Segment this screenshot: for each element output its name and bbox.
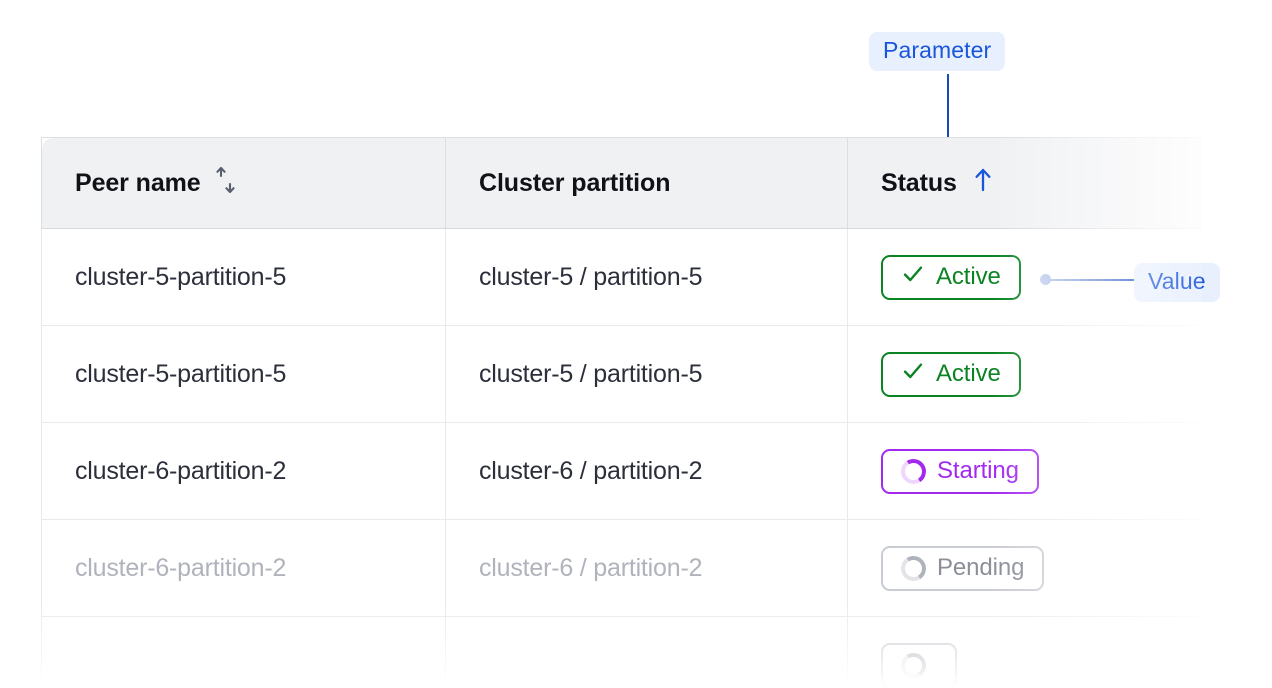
cell-cluster-partition: cluster-6 / partition-2 [445,519,848,617]
column-header-label: Cluster partition [479,168,671,197]
cell-status [847,616,1202,688]
table-row[interactable]: cluster-5-partition-5 cluster-5 / partit… [41,228,1202,326]
status-badge: Pending [881,545,1045,591]
table-row[interactable]: cluster-5-partition-5 cluster-5 / partit… [41,325,1202,423]
table-row[interactable]: cluster-6-partition-2 cluster-6 / partit… [41,422,1202,520]
cell-status: Active [847,325,1202,423]
cell-status: Starting [847,422,1202,520]
status-label: Active [936,263,1001,290]
status-label: Active [936,360,1001,387]
status-badge: Starting [881,448,1039,494]
cell-peer-name: cluster-6-partition-2 [41,422,446,520]
check-icon [901,359,925,390]
sort-updown-icon[interactable] [214,165,240,202]
cell-cluster-partition [445,616,848,688]
check-icon [901,262,925,293]
table-row[interactable]: cluster-6-partition-2 cluster-6 / partit… [41,519,1202,617]
column-header-status[interactable]: Status [847,137,1202,229]
status-badge: Active [881,351,1021,397]
column-header-peer-name[interactable]: Peer name [41,137,446,229]
spinner-icon [898,650,929,680]
spinner-icon [898,553,929,583]
status-label: Starting [937,457,1019,484]
cell-peer-name: cluster-6-partition-2 [41,519,446,617]
cell-peer-name: cluster-5-partition-5 [41,228,446,326]
column-header-label: Peer name [75,168,201,197]
status-badge: Active [881,254,1021,300]
table-header: Peer name Cluster partition [41,137,1202,229]
status-badge [881,642,957,688]
status-label: Pending [937,554,1025,581]
cell-status: Pending [847,519,1202,617]
spinner-icon [898,456,929,486]
annotation-badge-parameter: Parameter [869,32,1006,71]
cell-cluster-partition: cluster-5 / partition-5 [445,228,848,326]
column-header-cluster-partition[interactable]: Cluster partition [445,137,848,229]
annotation-connector-parameter [947,74,949,158]
column-header-label: Status [881,168,957,197]
cell-cluster-partition: cluster-5 / partition-5 [445,325,848,423]
peer-table: Peer name Cluster partition [41,137,1202,688]
peer-table-container: Peer name Cluster partition [41,137,1272,688]
cell-status: Active [847,228,1202,326]
cell-peer-name [41,616,446,688]
arrow-up-icon[interactable] [970,165,996,202]
table-body: cluster-5-partition-5 cluster-5 / partit… [41,228,1202,688]
cell-peer-name: cluster-5-partition-5 [41,325,446,423]
cell-cluster-partition: cluster-6 / partition-2 [445,422,848,520]
table-row[interactable] [41,616,1202,688]
table-header-row: Peer name Cluster partition [41,137,1202,229]
